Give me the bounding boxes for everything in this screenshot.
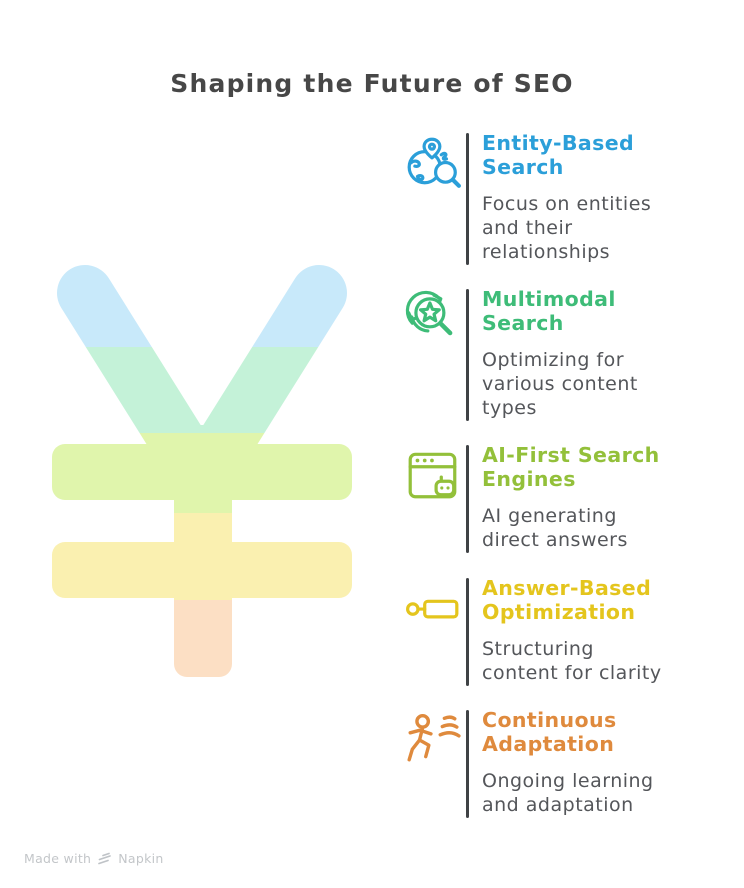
runner-waves-icon [404, 710, 462, 768]
feature-item-multimodal-search: Multimodal Search Optimizing for various… [404, 287, 704, 421]
made-with-label: Made with [24, 851, 92, 866]
feature-title: Entity-Based Search [482, 131, 635, 179]
watermark: Made with Napkin [24, 851, 164, 866]
yen-band-entity [40, 255, 360, 347]
feature-item-entity-based-search: Entity-Based Search Focus on entities an… [404, 131, 704, 265]
feature-description: Focus on entities and their relationship… [482, 193, 652, 263]
yen-band-multimodal [40, 347, 360, 433]
yen-band-ai-first [40, 433, 360, 513]
feature-title: AI-First Search Engines [482, 443, 660, 491]
item-divider [466, 445, 469, 553]
node-link-icon [404, 578, 462, 636]
feature-description: Ongoing learning and adaptation [482, 770, 654, 816]
yen-band-answer [40, 513, 360, 600]
yen-band-adaptation [40, 600, 360, 685]
feature-title: Multimodal Search [482, 287, 616, 335]
item-divider [466, 133, 469, 265]
feature-description: Structuring content for clarity [482, 638, 662, 684]
feature-item-ai-first-search-engines: AI-First Search Engines AI generating di… [404, 443, 704, 553]
feature-item-answer-based-optimization: Answer-Based Optimization Structuring co… [404, 576, 704, 686]
napkin-logo-icon [98, 852, 112, 865]
star-search-refresh-icon [404, 289, 462, 347]
globe-pin-search-icon [404, 133, 462, 191]
page-title: Shaping the Future of SEO [170, 68, 574, 98]
item-divider [466, 289, 469, 421]
yen-symbol-graphic [40, 255, 360, 685]
feature-description: Optimizing for various content types [482, 349, 638, 419]
item-divider [466, 578, 469, 686]
feature-description: AI generating direct answers [482, 505, 628, 551]
brand-label: Napkin [118, 851, 164, 866]
feature-title: Continuous Adaptation [482, 708, 617, 756]
browser-robot-icon [404, 445, 462, 503]
item-divider [466, 710, 469, 818]
feature-title: Answer-Based Optimization [482, 576, 652, 624]
feature-item-continuous-adaptation: Continuous Adaptation Ongoing learning a… [404, 708, 704, 818]
